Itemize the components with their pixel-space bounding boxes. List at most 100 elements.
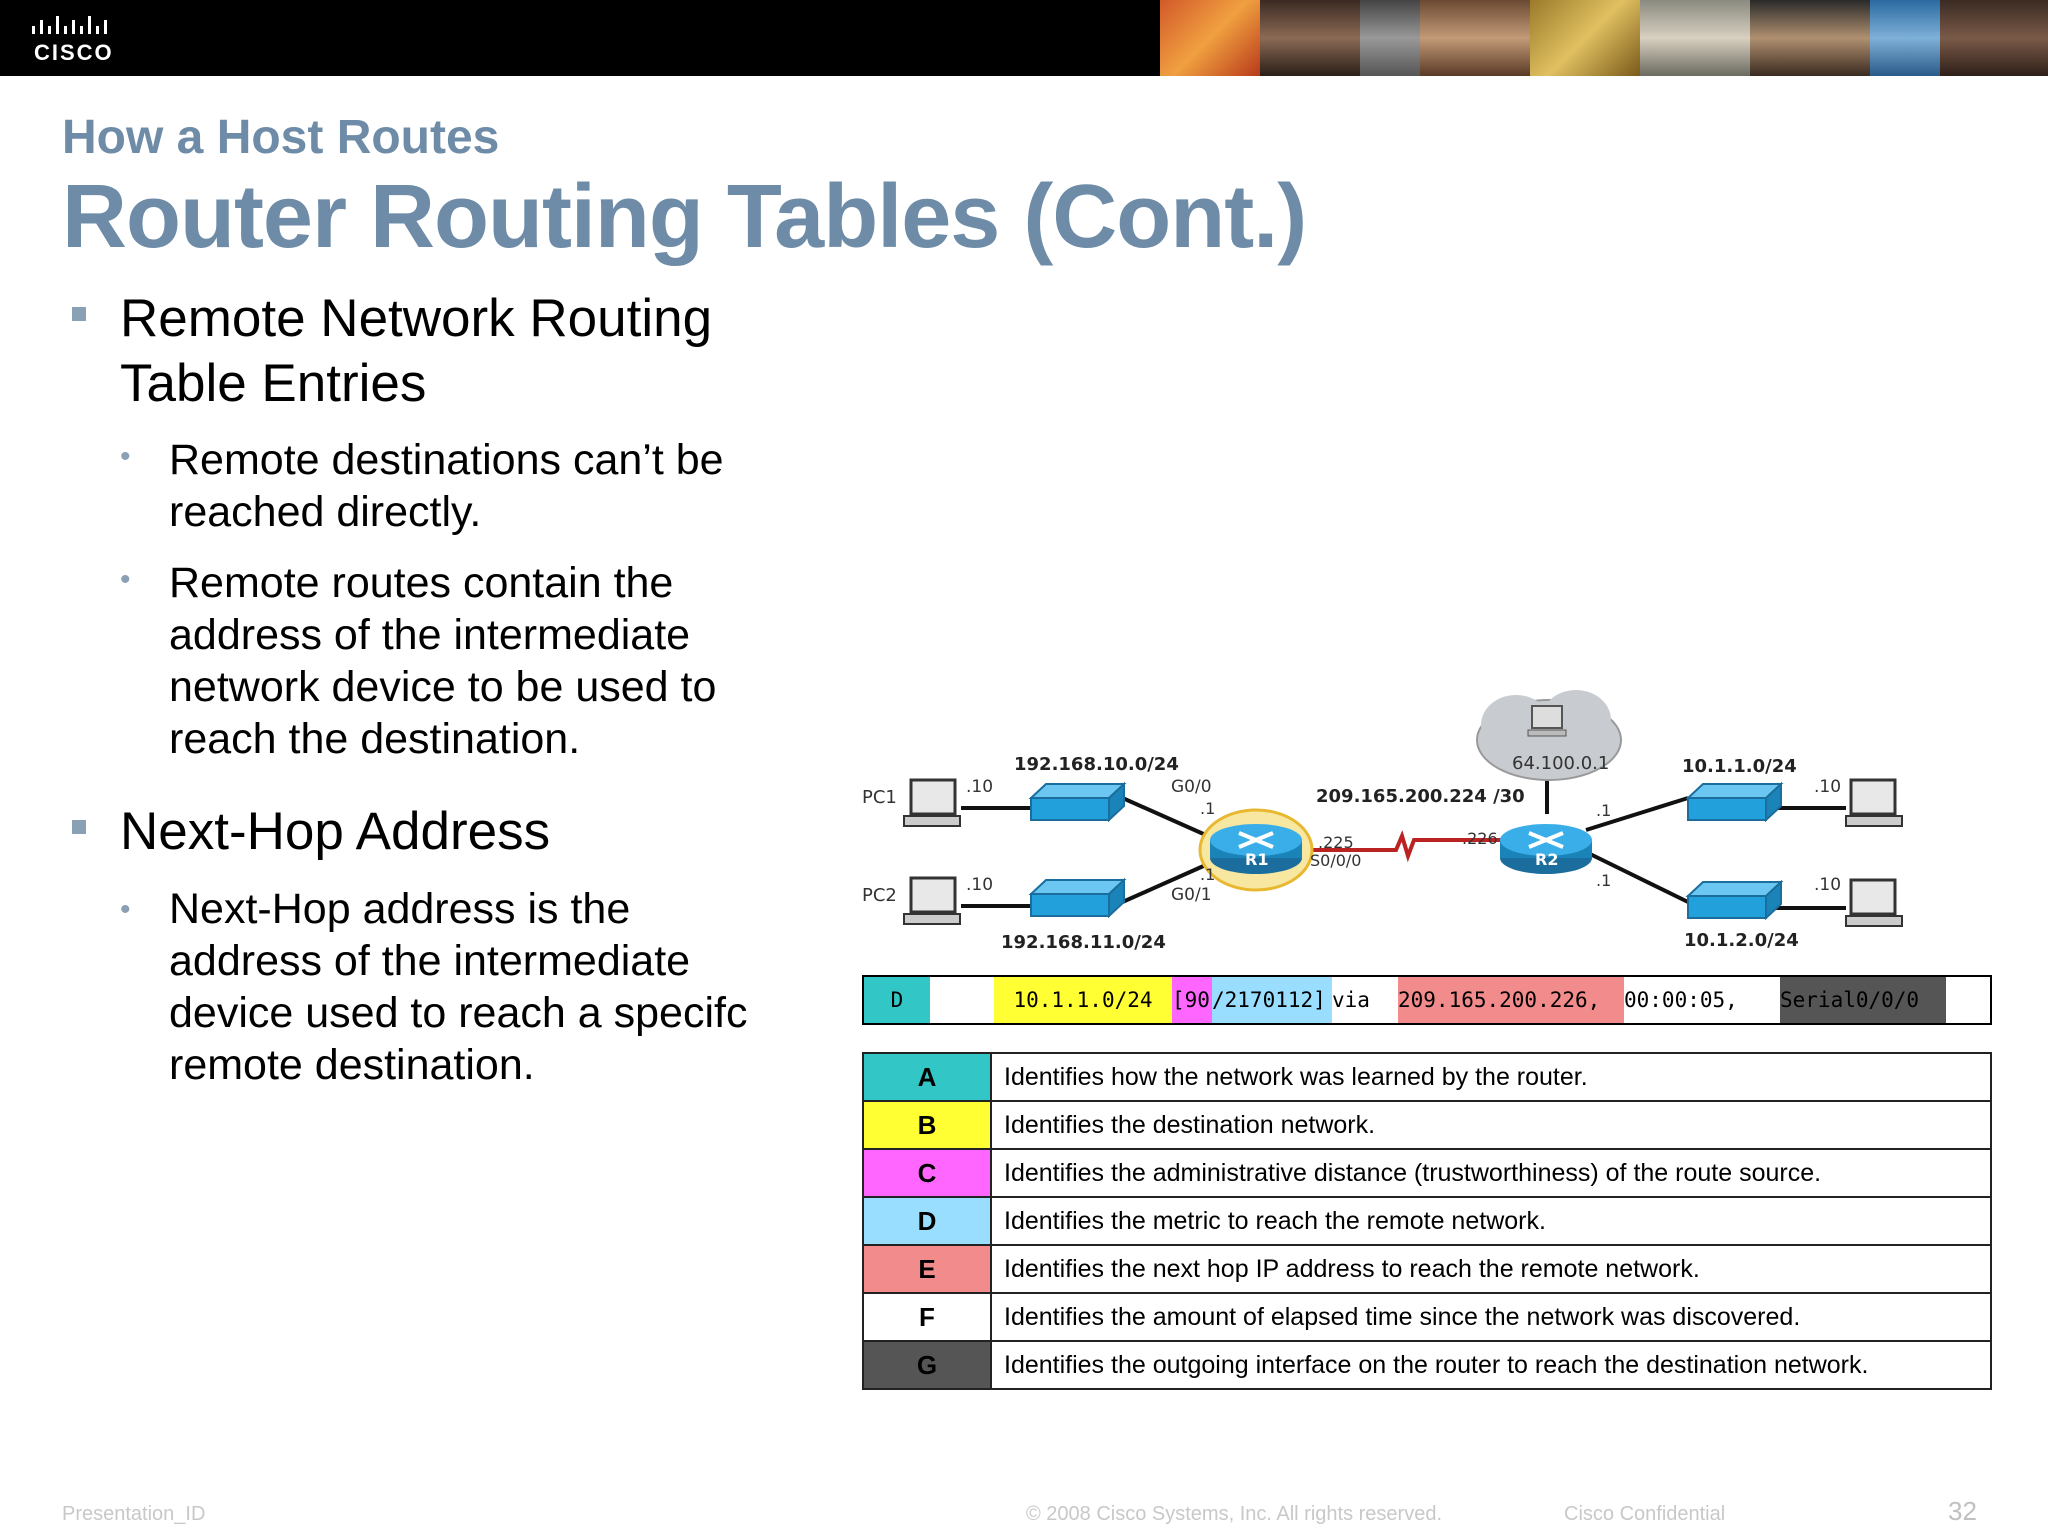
cisco-bars-icon: [32, 16, 107, 34]
banner-photo-strip: [1160, 0, 2048, 76]
network-192-168-11-label: 192.168.11.0/24: [1001, 932, 1166, 953]
pc2-label: PC2: [862, 885, 897, 906]
r1-g00-ip-label: .1: [1200, 799, 1215, 818]
legend-key: F: [862, 1292, 992, 1342]
banner-photo: [1750, 0, 1870, 76]
sub-bullet-marker: •: [120, 893, 131, 926]
link-r2-switch3: [1585, 796, 1689, 832]
route-segment-destination: 10.1.1.0/24: [994, 977, 1172, 1023]
link-switch-r1-g00: [1117, 794, 1209, 838]
route-segment-via: via: [1332, 977, 1398, 1023]
pc2-icon: [903, 876, 961, 925]
top-banner: CISCO: [0, 0, 2048, 76]
r1-g01-label: G0/1: [1171, 885, 1212, 905]
route-segment-next-hop: 209.165.200.226,: [1398, 977, 1624, 1023]
banner-photo: [1160, 0, 1260, 76]
sub-bullet-line: network device to be used to: [169, 663, 717, 711]
legend-key: C: [862, 1148, 992, 1198]
legend-description: Identifies the outgoing interface on the…: [990, 1340, 1992, 1390]
switch3-icon: [1685, 781, 1784, 823]
network-10-1-2-label: 10.1.2.0/24: [1684, 930, 1799, 951]
router-r1-icon: [1198, 808, 1314, 892]
pc2-host-label: .10: [966, 875, 993, 895]
r1-g00-label: G0/0: [1171, 777, 1212, 797]
bullet-heading-line: Remote Network Routing: [120, 289, 713, 348]
footer-copyright: © 2008 Cisco Systems, Inc. All rights re…: [1026, 1503, 1443, 1525]
r1-serial-ip-label: .225: [1318, 833, 1354, 852]
pc4-host-label: .10: [1814, 875, 1841, 895]
isp-ip-label: 64.100.0.1: [1512, 753, 1609, 774]
r1-g01-ip-label: .1: [1200, 865, 1215, 884]
banner-photo: [1940, 0, 2048, 76]
pc1-icon: [903, 778, 961, 827]
route-segment-metric: /2170112]: [1212, 977, 1332, 1023]
switch4-icon: [1685, 879, 1784, 921]
banner-photo: [1360, 0, 1420, 76]
legend-key: B: [862, 1100, 992, 1150]
legend-description: Identifies the next hop IP address to re…: [990, 1244, 1992, 1294]
switch2-icon: [1028, 877, 1127, 919]
pc4-icon: [1845, 878, 1903, 927]
route-segment-blank: [930, 977, 994, 1023]
footer-presentation-id: Presentation_ID: [62, 1503, 206, 1525]
sub-bullet-line: device used to reach a specifc: [169, 989, 748, 1037]
legend-description: Identifies the administrative distance (…: [990, 1148, 1992, 1198]
network-10-1-1-label: 10.1.1.0/24: [1682, 756, 1797, 777]
pc1-host-label: .10: [966, 777, 993, 797]
router-r2-label: R2: [1535, 850, 1558, 869]
bullet-marker: [72, 820, 86, 834]
bullet-heading: Next-Hop Address: [120, 799, 550, 864]
slide-subtitle: How a Host Routes: [62, 111, 500, 164]
legend-key: E: [862, 1244, 992, 1294]
route-segment-source: D: [864, 977, 930, 1023]
legend-key: G: [862, 1340, 992, 1390]
pc3-host-label: .10: [1814, 777, 1841, 797]
routing-table-entry: D 10.1.1.0/24 [90 /2170112] via 209.165.…: [862, 975, 1992, 1025]
switch1-icon: [1028, 781, 1127, 823]
router-r1-label: R1: [1245, 850, 1268, 869]
sub-bullet: Next-Hop address is the address of the i…: [169, 883, 747, 1091]
footer-confidential: Cisco Confidential: [1564, 1503, 1726, 1525]
r2-g1-ip-label: .1: [1596, 871, 1611, 890]
network-192-168-10-label: 192.168.10.0/24: [1014, 754, 1179, 775]
network-topology-diagram: 64.100.0.1: [862, 690, 1903, 953]
banner-photo: [1420, 0, 1530, 76]
bullet-marker: [72, 307, 86, 321]
banner-photo: [1870, 0, 1940, 76]
isp-cloud-icon: [1476, 690, 1622, 781]
sub-bullet-line: remote destination.: [169, 1041, 535, 1089]
sub-bullet-line: address of the intermediate: [169, 611, 691, 659]
legend-description: Identifies the metric to reach the remot…: [990, 1196, 1992, 1246]
route-segment-timestamp: 00:00:05,: [1624, 977, 1780, 1023]
banner-photo: [1260, 0, 1360, 76]
bullet-heading-line: Next-Hop Address: [120, 802, 551, 861]
sub-bullet-line: Remote routes contain the: [169, 559, 674, 607]
bullet-heading: Remote Network Routing Table Entries: [120, 286, 712, 416]
sub-bullet: Remote destinations can’t be reached dir…: [169, 434, 724, 538]
sub-bullet-line: Remote destinations can’t be: [169, 436, 724, 484]
legend-key: D: [862, 1196, 992, 1246]
r1-serial-if-label: S0/0/0: [1310, 851, 1361, 870]
banner-photo: [1530, 0, 1640, 76]
cisco-logo: CISCO: [30, 12, 120, 65]
sub-bullet-line: reach the destination.: [169, 715, 581, 763]
bullet-heading-line: Table Entries: [120, 354, 427, 413]
sub-bullet-line: reached directly.: [169, 488, 482, 536]
pc1-label: PC1: [862, 787, 897, 808]
route-segment-interface: Serial0/0/0: [1780, 977, 1946, 1023]
link-switch-r1-g01: [1117, 862, 1209, 906]
sub-bullet: Remote routes contain the address of the…: [169, 557, 716, 765]
serial-network-label: 209.165.200.224 /30: [1316, 786, 1525, 807]
r2-serial-ip-label: .226: [1462, 829, 1498, 848]
legend-description: Identifies the destination network.: [990, 1100, 1992, 1150]
sub-bullet-line: address of the intermediate: [169, 937, 691, 985]
legend-description: Identifies how the network was learned b…: [990, 1052, 1992, 1102]
